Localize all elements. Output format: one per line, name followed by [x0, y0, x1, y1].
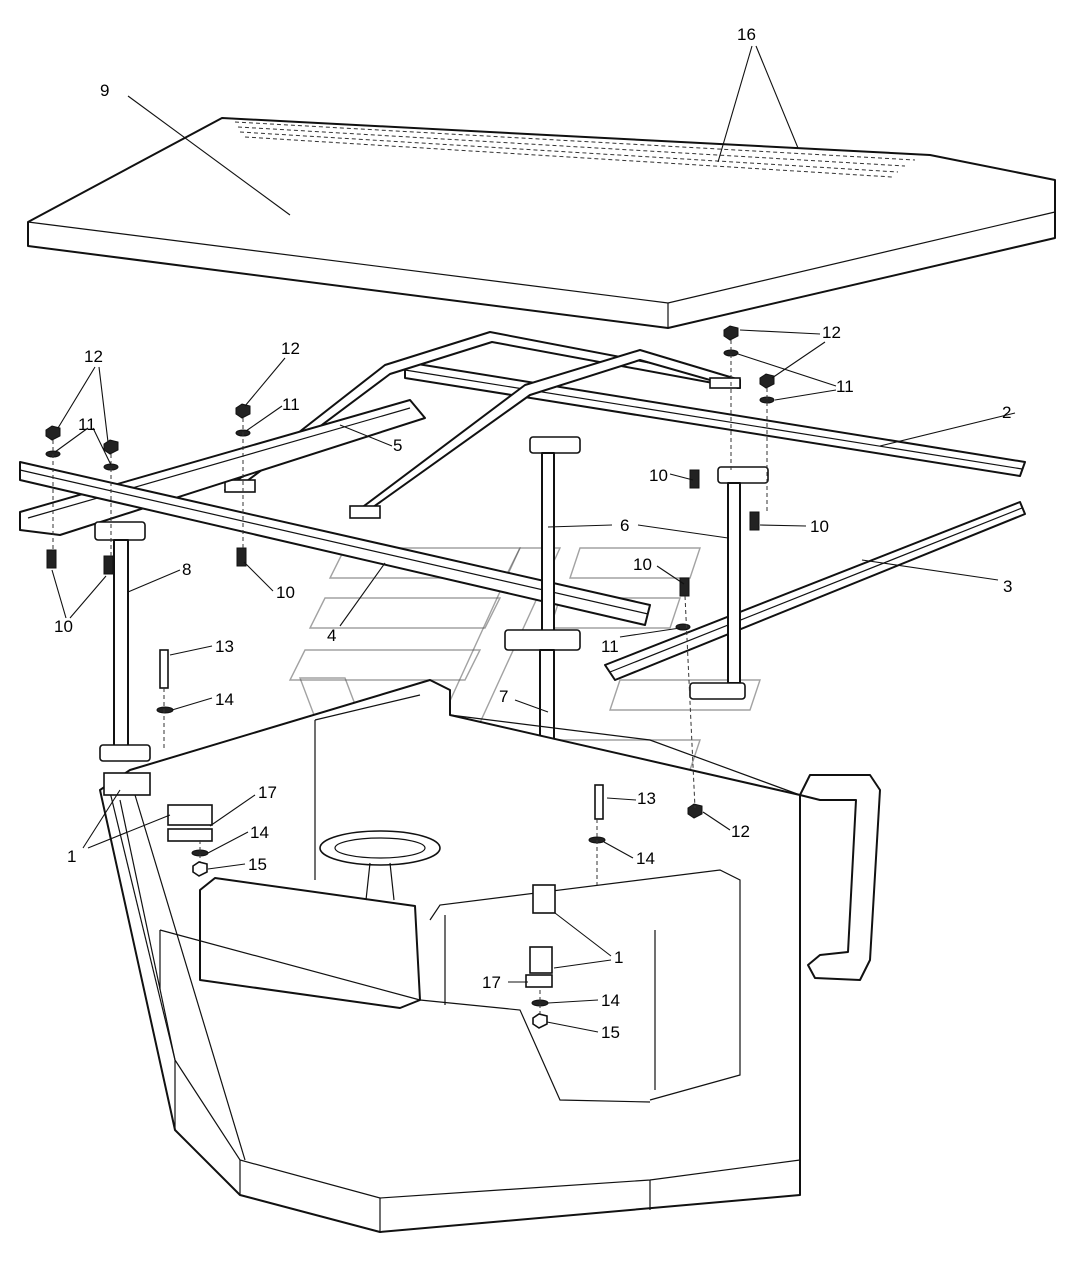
nuts-part-12 [45, 325, 775, 819]
callout-labels: 9 16 12 11 12 11 12 11 2 5 10 6 10 10 3 … [54, 25, 1012, 1042]
callout-12: 12 [84, 347, 103, 366]
callout-14: 14 [250, 823, 269, 842]
callout-6: 6 [620, 516, 629, 535]
callout-2: 2 [1002, 403, 1011, 422]
callout-15: 15 [601, 1023, 620, 1042]
callout-11: 11 [601, 637, 619, 656]
callout-13: 13 [215, 637, 234, 656]
callout-14: 14 [636, 849, 655, 868]
callout-3: 3 [1003, 577, 1012, 596]
callout-10: 10 [649, 466, 668, 485]
callout-17: 17 [482, 973, 501, 992]
callout-15: 15 [248, 855, 267, 874]
callout-8: 8 [182, 560, 191, 579]
callout-1: 1 [67, 847, 76, 866]
callout-4: 4 [327, 626, 336, 645]
callout-5: 5 [393, 436, 402, 455]
plates-part-17 [167, 828, 553, 988]
right-side-rail [604, 501, 1026, 681]
callout-12: 12 [731, 822, 750, 841]
rear-rail [404, 361, 1026, 477]
rear-post-right [689, 466, 769, 700]
callout-1: 1 [614, 948, 623, 967]
steering-wheel [319, 830, 441, 901]
front-left-post [94, 521, 151, 762]
callout-11: 11 [282, 395, 300, 414]
callout-10: 10 [633, 555, 652, 574]
callout-11: 11 [78, 415, 96, 434]
callout-12: 12 [281, 339, 300, 358]
nuts-part-15 [192, 861, 548, 1029]
callout-10: 10 [276, 583, 295, 602]
callout-12: 12 [822, 323, 841, 342]
callout-14: 14 [601, 991, 620, 1010]
callout-14: 14 [215, 690, 234, 709]
clamp-blocks-part-1 [103, 772, 556, 974]
alignment-lines [52, 340, 768, 1014]
cab-body [99, 679, 881, 1233]
callout-17: 17 [258, 783, 277, 802]
callout-10: 10 [810, 517, 829, 536]
callout-7: 7 [499, 687, 508, 706]
callout-11: 11 [836, 377, 854, 396]
leader-lines [51, 45, 1016, 1033]
callout-10: 10 [54, 617, 73, 636]
bolts-part-10 [46, 469, 760, 597]
callout-9: 9 [100, 81, 109, 100]
canopy-roof [27, 117, 1056, 329]
roof-bows [224, 331, 741, 519]
callout-13: 13 [637, 789, 656, 808]
callout-16: 16 [737, 25, 756, 44]
